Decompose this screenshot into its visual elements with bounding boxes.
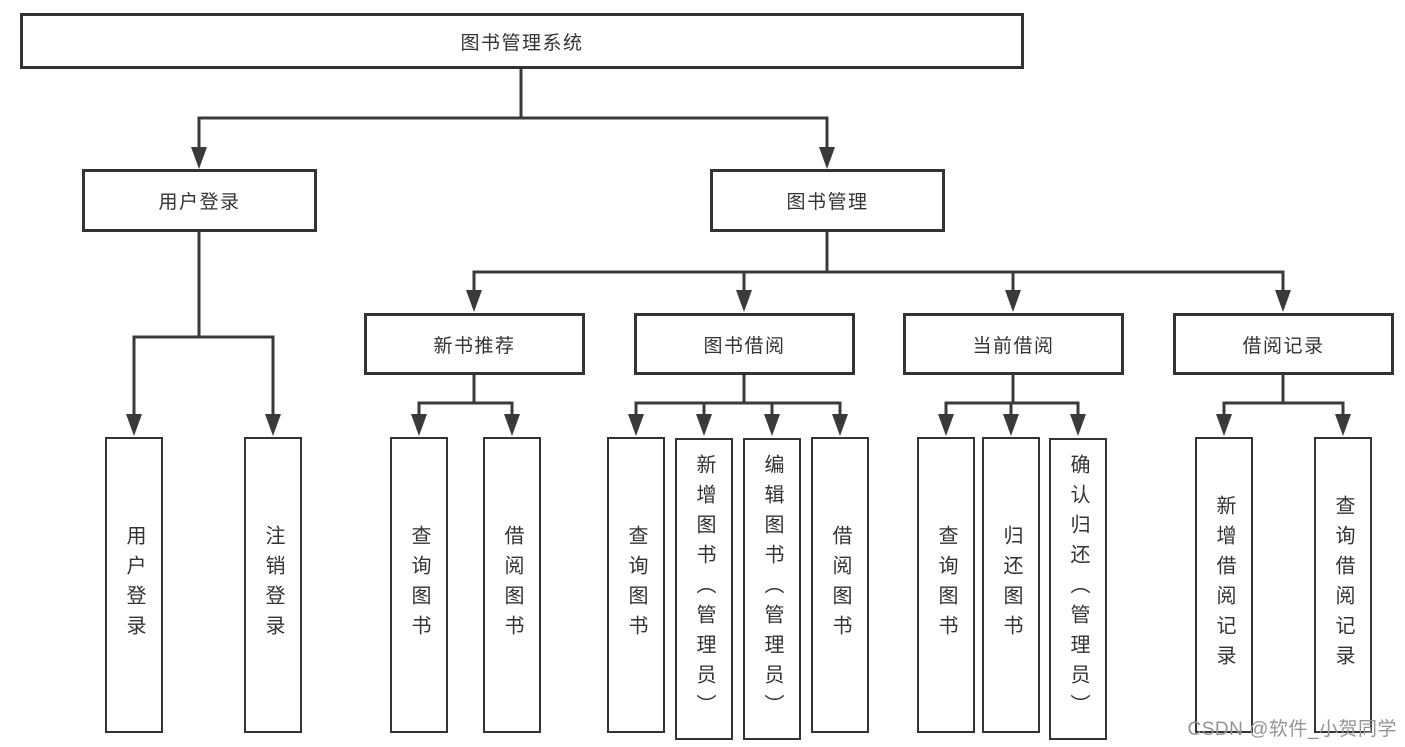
arrowhead-down [1070,414,1086,436]
arrowhead-down [938,414,954,436]
node-leaf-logout: 注销登录 [244,437,302,733]
node-leaf-query-books-3: 查询图书 [917,437,975,733]
node-new-book-recommend: 新书推荐 [364,313,585,375]
arrowhead-down [628,414,644,436]
arrowhead-down [1335,414,1351,436]
connector-borrowing-records-to-leaves [1216,375,1351,436]
arrowhead-down [1216,414,1232,436]
node-leaf-borrow-books-1: 借阅图书 [483,437,541,733]
node-current-borrowing: 当前借阅 [903,313,1124,375]
arrowhead-down [736,290,752,312]
arrowhead-down [504,414,520,436]
node-leaf-query-books-2: 查询图书 [607,437,665,733]
arrowhead-down [1275,290,1291,312]
connector-book-management-to-level3 [466,232,1291,312]
arrowhead-down [1005,290,1021,312]
node-book-management: 图书管理 [710,169,945,232]
node-user-login: 用户登录 [82,169,317,232]
arrowhead-down [696,414,712,436]
node-leaf-borrow-books-2: 借阅图书 [811,437,869,733]
node-root-system: 图书管理系统 [20,13,1024,69]
arrowhead-down [265,414,281,436]
node-leaf-query-borrow-record: 查询借阅记录 [1314,437,1372,733]
connector-root-to-level2 [191,68,835,169]
arrowhead-down [126,414,142,436]
node-leaf-confirm-return-admin: 确认归还（管理员） [1049,438,1107,740]
node-borrowing-records: 借阅记录 [1173,313,1394,375]
arrowhead-down [466,290,482,312]
node-leaf-add-borrow-record: 新增借阅记录 [1195,437,1253,733]
connector-new-book-recommend-to-leaves [411,375,520,436]
node-leaf-add-books-admin: 新增图书（管理员） [675,438,733,740]
connector-book-borrowing-to-leaves [628,375,848,436]
arrowhead-down [819,147,835,169]
node-leaf-query-books-1: 查询图书 [390,437,448,733]
arrowhead-down [832,414,848,436]
arrowhead-down [1003,414,1019,436]
connector-user-login-to-leaves [126,232,281,436]
csdn-watermark: CSDN @软件_小贺同学 [1187,719,1397,740]
node-book-borrowing: 图书借阅 [634,313,855,375]
arrowhead-down [191,147,207,169]
node-leaf-return-books: 归还图书 [982,437,1040,733]
node-leaf-user-login: 用户登录 [105,437,163,733]
arrowhead-down [411,414,427,436]
node-leaf-edit-books-admin: 编辑图书（管理员） [743,438,801,740]
connector-current-borrowing-to-leaves [938,375,1086,436]
arrowhead-down [764,414,780,436]
